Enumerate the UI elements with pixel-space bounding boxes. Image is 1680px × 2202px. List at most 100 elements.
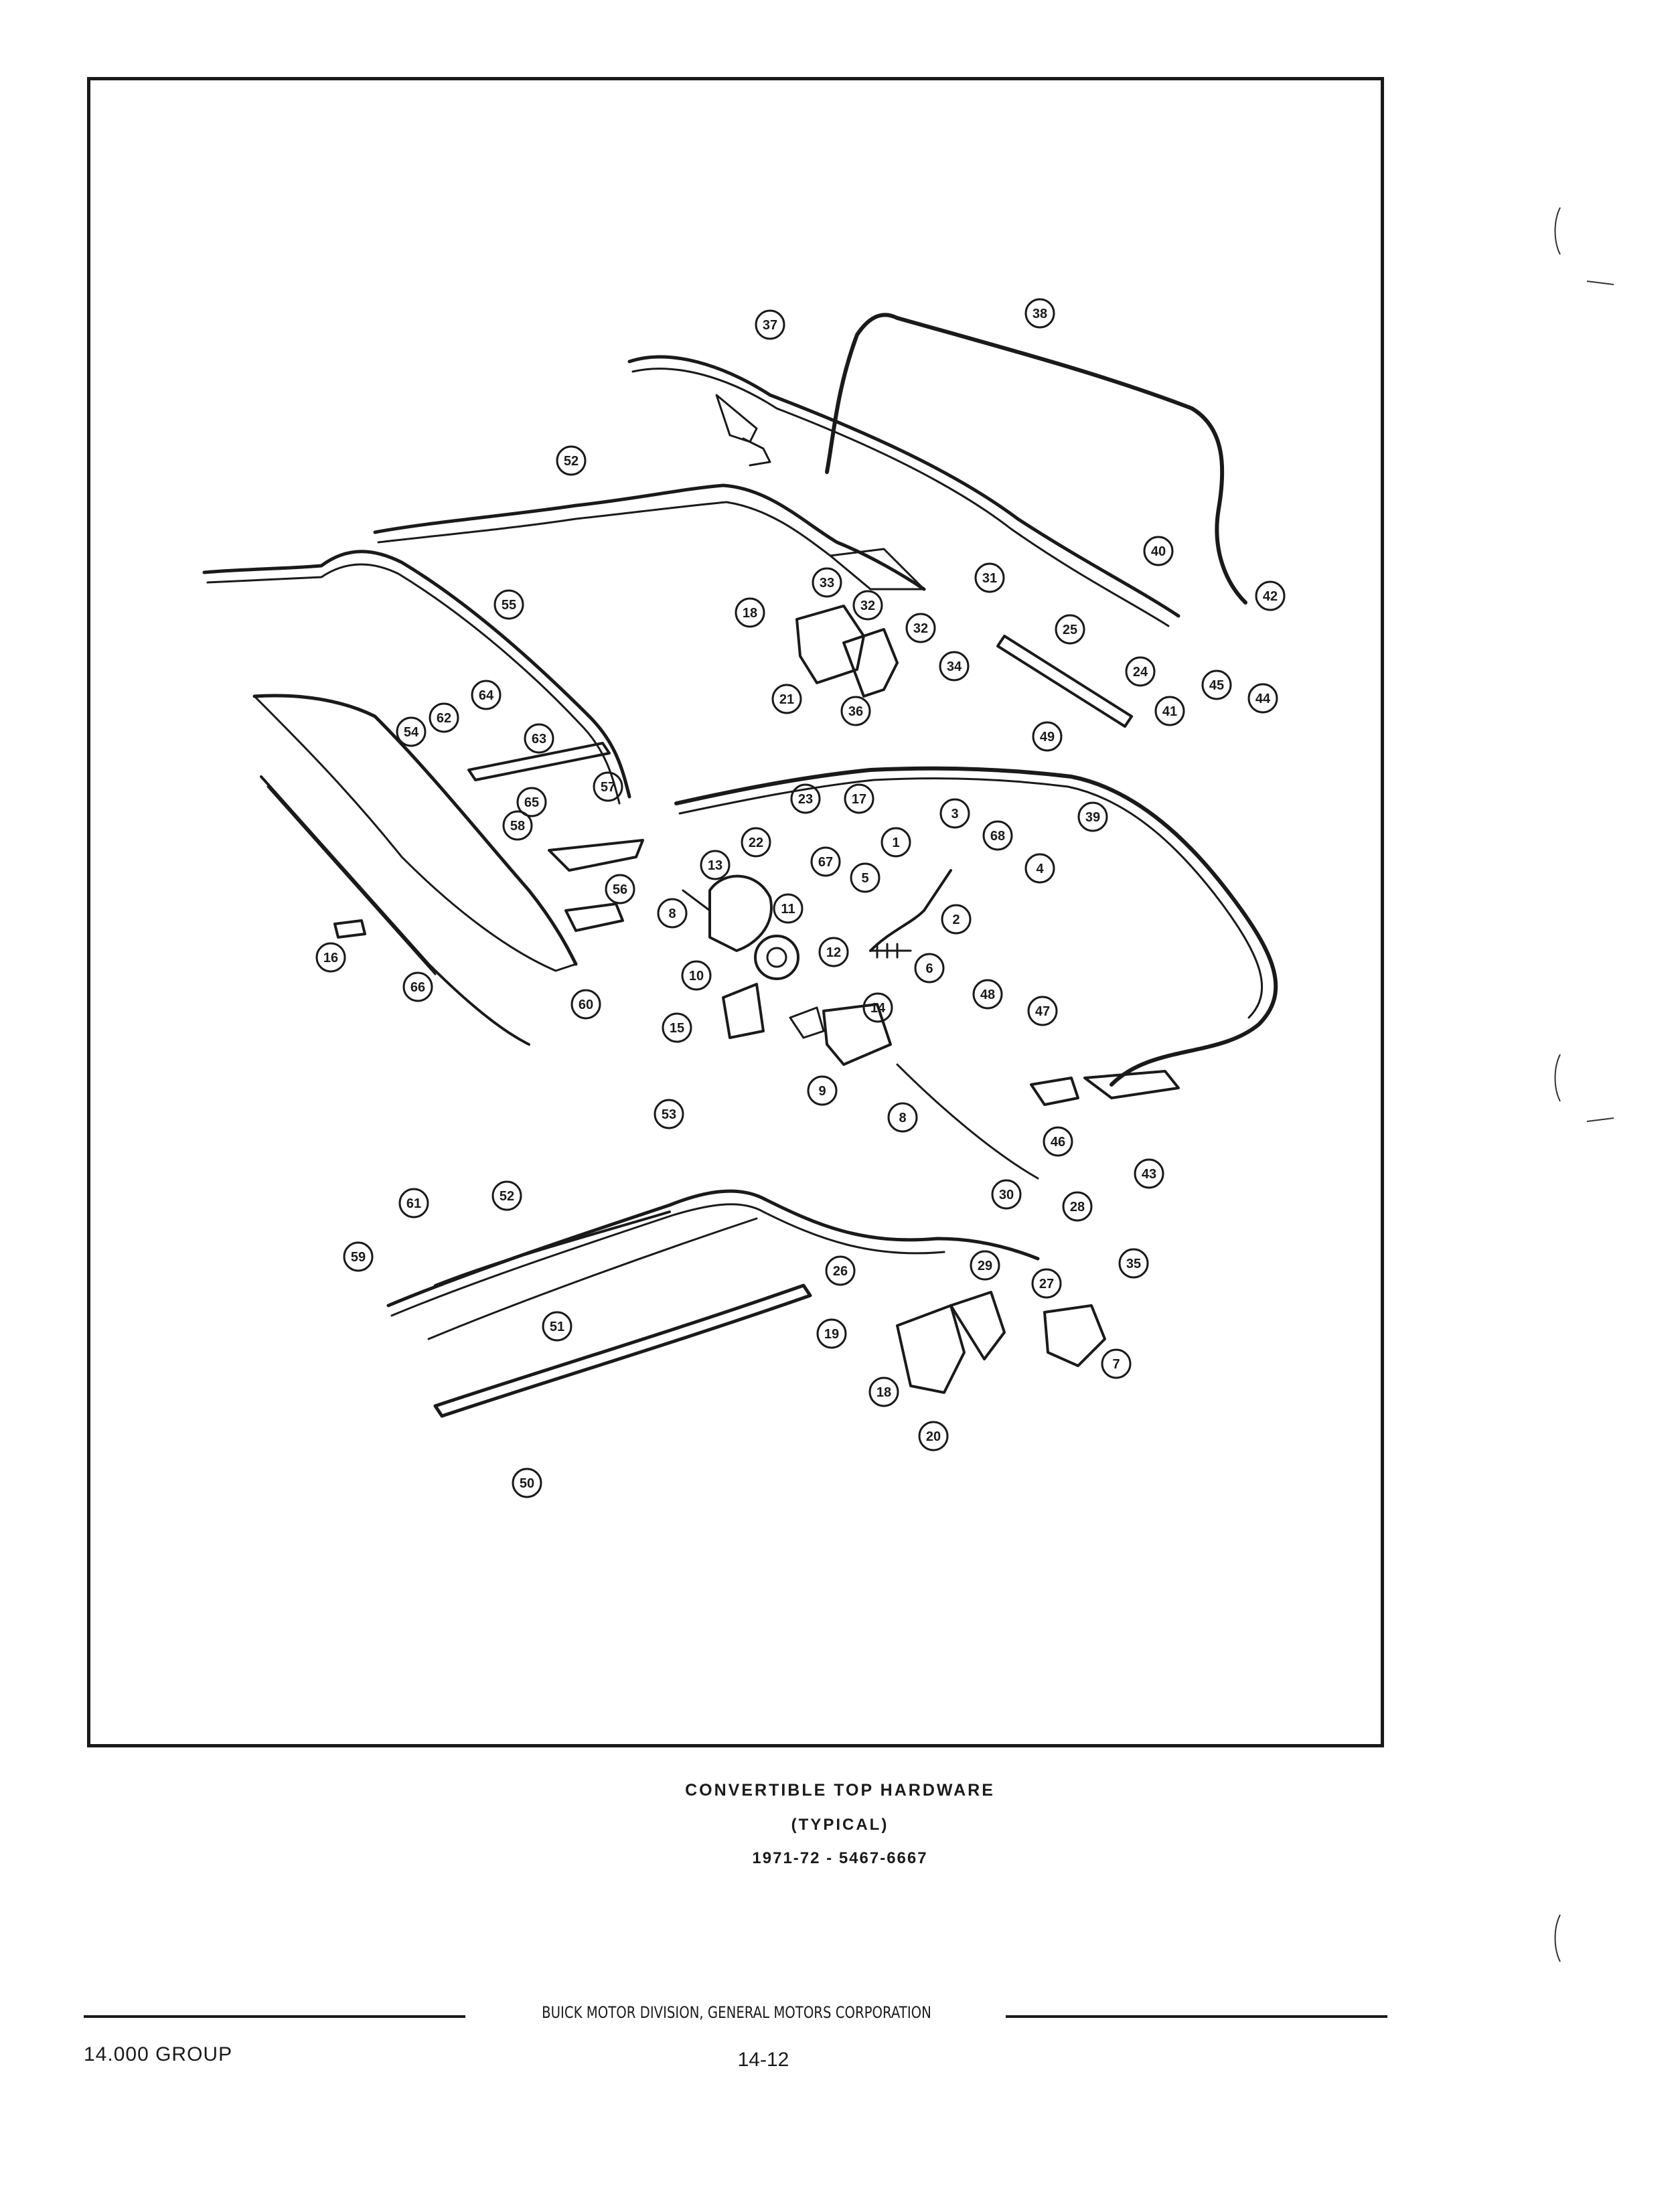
callout-52-top: 52: [564, 454, 579, 469]
callout-28: 28: [1070, 1200, 1085, 1214]
part-18-lower-bracket: [896, 1304, 966, 1394]
callout-13: 13: [708, 858, 722, 873]
callout-17-label: 17: [852, 792, 866, 807]
callout-58: 58: [510, 819, 525, 834]
callout-61: 61: [406, 1196, 421, 1211]
part-18-bracket: [795, 605, 865, 684]
callout-55: 55: [502, 598, 516, 613]
callout-65: 65: [524, 795, 539, 810]
part-7-actuator: [1043, 1304, 1106, 1367]
callout-64: 64: [479, 688, 494, 703]
callout-51: 51: [550, 1320, 564, 1334]
part-66-weatherstrip: [260, 775, 530, 1046]
part-13-motor-plate: [708, 874, 773, 952]
footer-rule-left: [84, 2015, 465, 2018]
callout-26: 26: [833, 1264, 848, 1279]
part-16-bracket: [333, 919, 366, 939]
callout-2: 2: [952, 913, 960, 927]
callout-10: 10: [689, 969, 704, 984]
part-15-bracket: [722, 983, 765, 1039]
callout-29: 29: [978, 1259, 992, 1273]
callout-35: 35: [1126, 1257, 1141, 1271]
callout-19: 19: [824, 1327, 839, 1342]
footer-group: 14.000 GROUP: [84, 2043, 233, 2065]
callout-53: 53: [662, 1107, 676, 1122]
callout-68: 68: [990, 829, 1005, 844]
part-51-link: [427, 1217, 758, 1340]
part-49-strip: [996, 635, 1133, 728]
callout-23: 23: [798, 792, 813, 807]
callout-66: 66: [410, 980, 425, 995]
part-52-lower-rail: [434, 1210, 671, 1287]
part-39-rear-bow: [674, 766, 1278, 1087]
callout-39: 39: [1085, 810, 1100, 825]
callout-46: 46: [1051, 1135, 1065, 1150]
callout-42: 42: [1263, 589, 1278, 604]
callout-21: 21: [779, 692, 794, 707]
callout-34: 34: [947, 659, 962, 674]
callouts: 37 38 52 33 31 32 32 18 40 25 42 34 21 3…: [315, 298, 1286, 1498]
callout-32-a: 32: [860, 599, 875, 613]
callout-33: 33: [820, 576, 834, 591]
callout-14: 14: [870, 1001, 886, 1016]
part-56-latch: [548, 839, 644, 872]
callout-25: 25: [1063, 623, 1077, 637]
exploded-parts-diagram: 37 38 52 33 31 32 32 18 40 25 42 34 21 3…: [202, 298, 1286, 1498]
callout-3: 3: [951, 807, 958, 821]
callout-38: 38: [1033, 307, 1047, 321]
part-53-lower-side-rail: [386, 1189, 1040, 1308]
diagram-frame: [87, 77, 1384, 1747]
callout-63: 63: [532, 732, 546, 746]
callout-44: 44: [1255, 692, 1271, 706]
callout-31: 31: [982, 571, 997, 586]
part-8-cable: [682, 889, 711, 912]
callout-30: 30: [999, 1188, 1014, 1202]
callout-8-b: 8: [899, 1111, 906, 1125]
part-63-link: [467, 742, 611, 781]
callout-18-top: 18: [743, 606, 757, 621]
binding-marks: [1554, 207, 1614, 1962]
callout-8-a: 8: [668, 907, 676, 921]
callout-41: 41: [1162, 704, 1177, 719]
figure-code: 1971-72 - 5467-6667: [752, 1849, 928, 1867]
callout-7: 7: [1112, 1357, 1120, 1372]
part-37-front-rail: [627, 355, 1180, 618]
part-9-motor: [822, 1003, 892, 1066]
callout-36: 36: [848, 704, 863, 719]
callout-50: 50: [520, 1476, 534, 1491]
callout-4: 4: [1036, 862, 1044, 876]
callout-11: 11: [781, 902, 795, 917]
callout-57: 57: [601, 780, 615, 795]
part-55-roof-rail: [202, 550, 631, 799]
part-1-rod: [869, 869, 952, 952]
callout-18-bottom: 18: [876, 1385, 891, 1400]
callout-37: 37: [763, 318, 777, 333]
callout-40: 40: [1151, 544, 1166, 559]
part-38-top-bow: [825, 313, 1247, 605]
callout-20: 20: [926, 1429, 941, 1444]
callout-6: 6: [925, 961, 933, 976]
part-54-windshield-header: [252, 694, 578, 966]
callout-52-bottom: 52: [500, 1189, 514, 1204]
footer-rule-right: [1006, 2015, 1387, 2018]
footer-corporation: BUICK MOTOR DIVISION, GENERAL MOTORS COR…: [542, 2003, 931, 2022]
page-number: 14-12: [737, 2049, 789, 2071]
callout-labels: 37 38 52 33 31 32 32 18 40 25 42 34 21 3…: [323, 307, 1278, 1491]
callout-62: 62: [437, 711, 451, 726]
callout-15: 15: [670, 1021, 684, 1036]
callout-9: 9: [818, 1084, 826, 1099]
callout-1: 1: [892, 836, 899, 850]
callout-12: 12: [826, 945, 841, 960]
callout-45: 45: [1209, 678, 1224, 693]
part-2-spring: [869, 943, 912, 959]
callout-54: 54: [404, 725, 419, 740]
callout-24: 24: [1133, 665, 1148, 680]
callout-43: 43: [1142, 1167, 1156, 1182]
part-52-upper-side-rail: [373, 483, 926, 591]
callout-56: 56: [613, 882, 627, 897]
callout-22: 22: [749, 836, 763, 850]
callout-60: 60: [579, 998, 593, 1012]
callout-5: 5: [861, 871, 868, 886]
callout-67: 67: [818, 855, 833, 870]
callout-49: 49: [1040, 730, 1055, 744]
